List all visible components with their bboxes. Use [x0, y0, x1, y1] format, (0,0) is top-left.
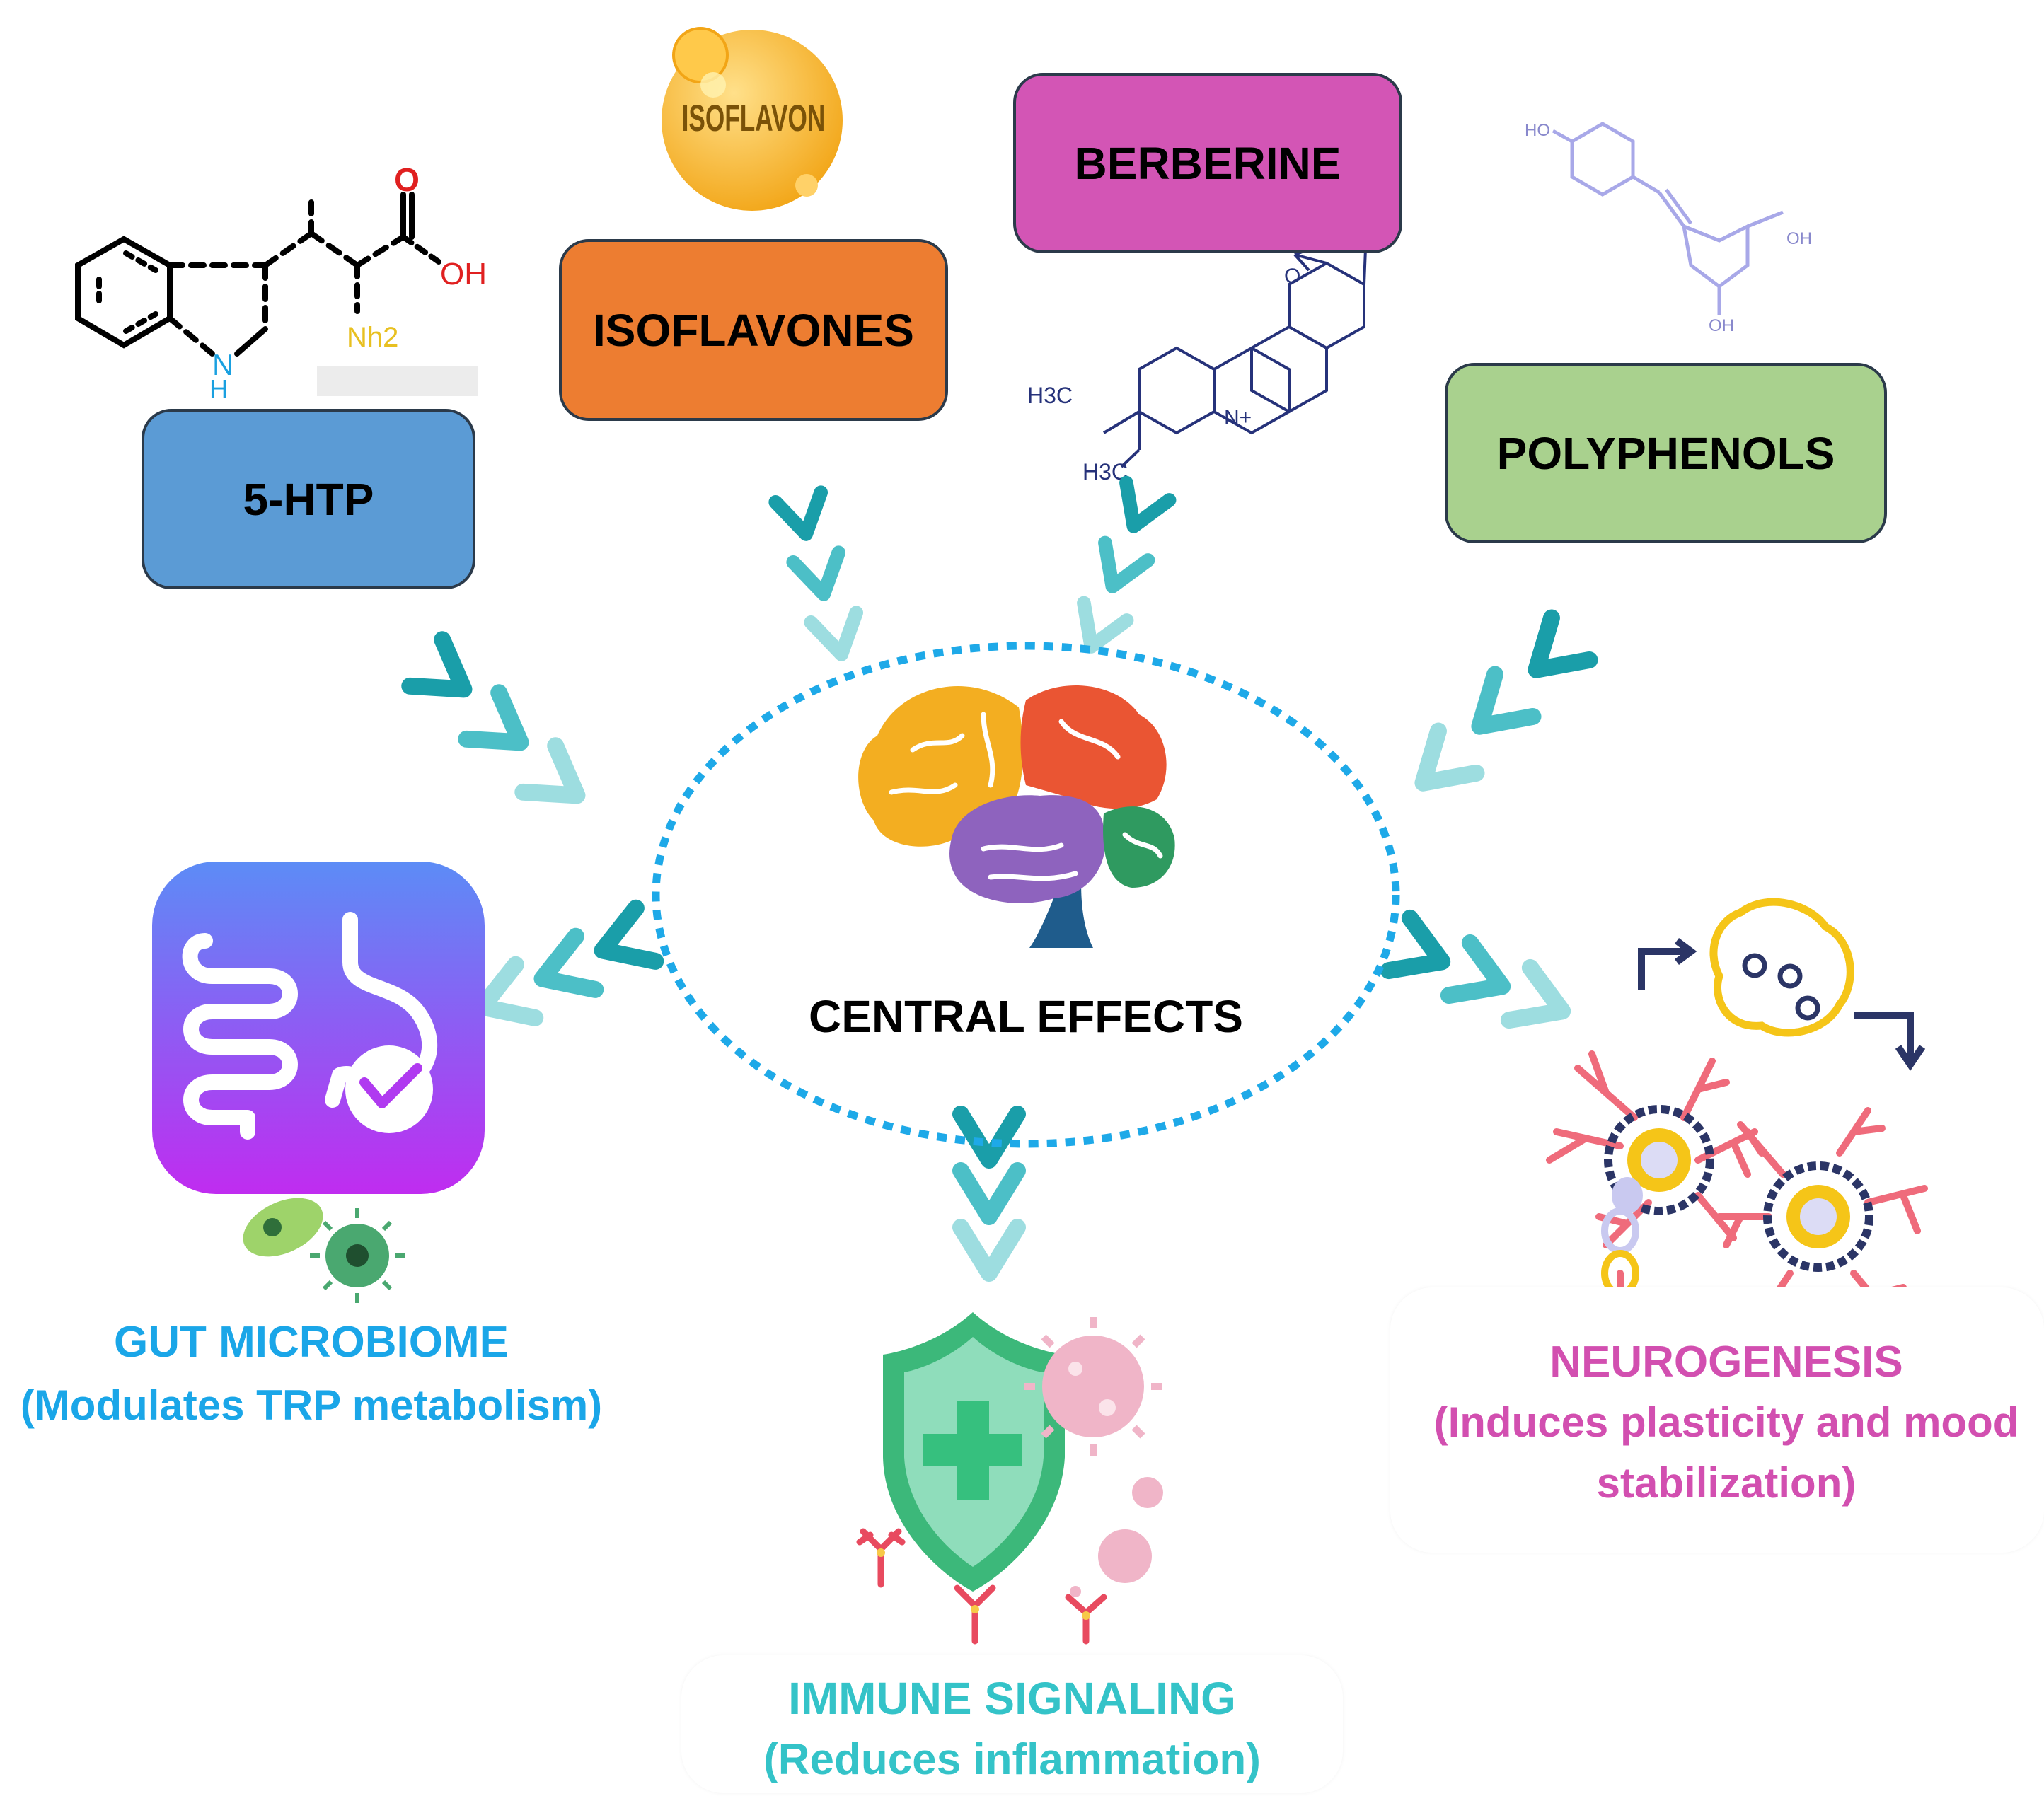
arrow-isoflavones	[775, 492, 864, 659]
arrow-neuro	[1389, 918, 1573, 1038]
arrow-polyphenols	[1404, 618, 1590, 804]
polyphenol-ring-b	[1681, 223, 1750, 289]
brain-lobe-occipital	[1103, 806, 1175, 888]
htp-box[interactable]: 5-HTP	[142, 409, 475, 589]
gut-subtitle: (Modulates TRP metabolism)	[20, 1381, 603, 1429]
polyphenol-molecule: HO OH OH	[1500, 99, 1847, 335]
neuro-subtitle-line1: (Induces plasticity and mood	[1433, 1398, 2019, 1446]
htp-h-label: H	[209, 374, 228, 403]
berberine-n: N+	[1224, 406, 1252, 429]
htp-gray-strip	[317, 366, 478, 396]
immune-panel	[681, 1655, 1343, 1793]
isoflavon-logo: ISOFLAVON	[652, 21, 847, 211]
isoflavones-label: ISOFLAVONES	[593, 304, 914, 356]
isoflavon-bubble	[672, 27, 729, 83]
intestine-icon	[182, 933, 298, 1140]
neuro-panel	[1390, 1287, 2044, 1553]
polyphenol-oh-2: OH	[1709, 316, 1734, 335]
isoflavones-box[interactable]: ISOFLAVONES	[559, 239, 948, 421]
central-ellipse	[652, 642, 1400, 1148]
gut-title: GUT MICROBIOME	[114, 1318, 509, 1367]
arrow-immune	[961, 1114, 1017, 1273]
arrow-gut	[473, 908, 655, 1033]
isoflavon-logo-text: ISOFLAVON	[682, 97, 826, 139]
stem-cell-icon	[1709, 898, 1854, 1037]
arrow-5htp	[410, 639, 593, 818]
polyphenols-label: POLYPHENOLS	[1496, 427, 1835, 479]
berberine-h3c-1: H3C	[1027, 383, 1073, 408]
central-effects-label: CENTRAL EFFECTS	[809, 991, 1243, 1042]
arrow-down-icon	[1854, 1012, 1914, 1061]
polyphenols-box[interactable]: POLYPHENOLS	[1445, 363, 1887, 543]
htp-nh2-label: Nh2	[347, 322, 398, 353]
brain-icon	[858, 685, 1175, 948]
berberine-molecule: H3C H3C O N+	[994, 238, 1369, 488]
brain-lobe-parietal	[1020, 685, 1167, 809]
htp-n-label: N	[212, 348, 233, 381]
virus-icon	[1024, 1317, 1163, 1597]
polyphenol-ho: HO	[1525, 121, 1550, 140]
berberine-label: BERBERINE	[1074, 137, 1341, 189]
htp-oh-label: OH	[440, 257, 487, 291]
immune-title: IMMUNE SIGNALING	[788, 1673, 1236, 1724]
berberine-box[interactable]: BERBERINE	[1013, 73, 1402, 253]
checkmark-icon	[359, 1063, 422, 1108]
neuron-icon-2	[1716, 1107, 1928, 1319]
neuro-title: NEUROGENESIS	[1549, 1338, 1903, 1386]
bacteria-icon	[243, 1198, 405, 1303]
arrow-berberine	[1070, 482, 1170, 655]
immune-subtitle: (Reduces inflammation)	[763, 1735, 1261, 1784]
neuro-subtitle-line2: stabilization)	[1596, 1459, 1857, 1507]
check-badge	[345, 1045, 433, 1133]
berberine-o: O	[1284, 265, 1300, 288]
gut-icon	[152, 862, 485, 1303]
htp-label: 5-HTP	[243, 473, 374, 525]
gut-app-tile	[152, 862, 485, 1194]
polyphenol-oh-1: OH	[1786, 229, 1812, 248]
htp-molecule-panel	[39, 170, 481, 400]
htp-o-label: O	[394, 161, 420, 198]
immune-icon	[856, 1312, 1163, 1645]
htp-molecule: O OH Nh2 N H	[39, 161, 487, 403]
arrow-up-icon	[1638, 948, 1687, 990]
neurogenesis-icon	[1546, 898, 1928, 1344]
